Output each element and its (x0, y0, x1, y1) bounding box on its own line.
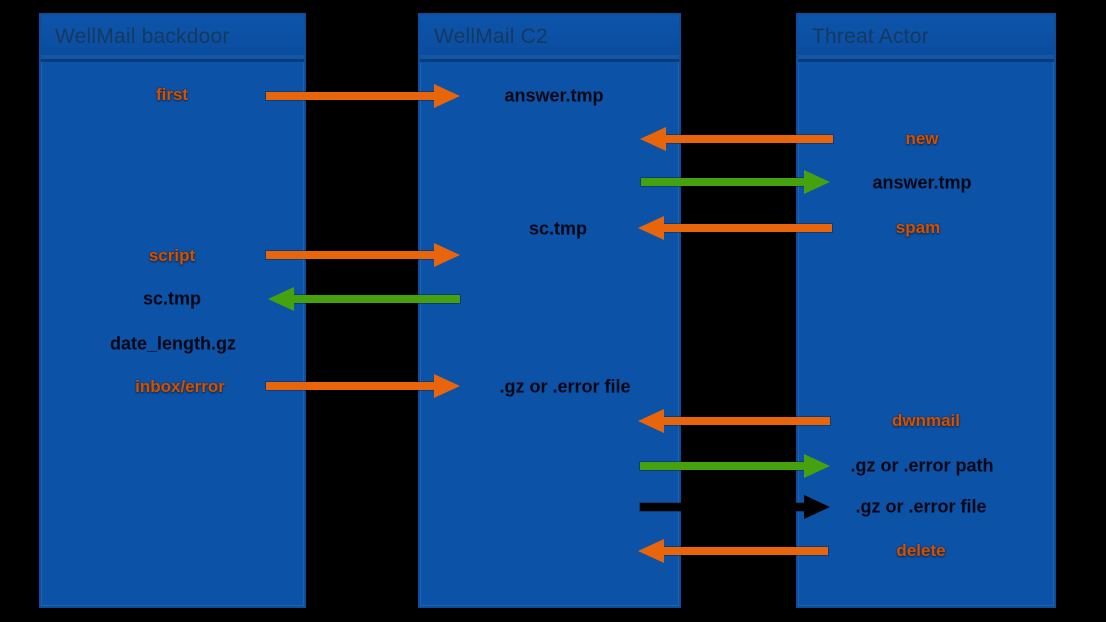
label-script: script (148, 246, 196, 265)
arrow-head-icon (804, 495, 830, 519)
arrow-shaft (660, 417, 830, 425)
arrow-shaft (290, 295, 460, 303)
label-spam: spam (895, 218, 941, 237)
label-date-length-gz: date_length.gz (109, 333, 237, 354)
lane-threat-actor: Threat Actor (796, 13, 1056, 608)
lane-wellmail-backdoor: WellMail backdoor (39, 13, 306, 608)
label-gz-error-file-c2: .gz or .error file (499, 376, 631, 397)
arrow-shaft (640, 462, 808, 470)
label-sc-tmp-c2: sc.tmp (528, 218, 588, 239)
arrow-dwnmail-command (638, 408, 830, 434)
arrow-delete-command (638, 538, 828, 564)
arrow-shaft (660, 224, 832, 232)
arrow-shaft (266, 251, 438, 259)
label-delete: delete (896, 541, 946, 560)
label-new: new (905, 129, 939, 148)
arrow-shaft (640, 503, 808, 511)
lane-threat-actor-header: Threat Actor (798, 15, 1054, 62)
lane-wellmail-c2-header: WellMail C2 (420, 15, 679, 62)
lane-threat-actor-title: Threat Actor (812, 25, 929, 48)
arrow-sc-tmp-download (268, 286, 460, 312)
label-first: first (155, 85, 189, 104)
lane-wellmail-backdoor-title: WellMail backdoor (55, 25, 230, 48)
arrow-shaft (266, 92, 438, 100)
label-gz-error-path: .gz or .error path (850, 455, 994, 476)
arrow-head-icon (638, 216, 664, 240)
arrow-head-icon (434, 374, 460, 398)
arrow-shaft (641, 178, 808, 186)
label-answer-tmp-c2: answer.tmp (504, 85, 604, 106)
arrow-head-icon (434, 84, 460, 108)
arrow-head-icon (804, 454, 830, 478)
arrow-shaft (660, 547, 828, 555)
arrow-head-icon (268, 287, 294, 311)
arrow-shaft (266, 382, 438, 390)
arrow-gz-error-path-upload (640, 453, 830, 479)
arrow-shaft (662, 135, 833, 143)
label-sc-tmp-backdoor: sc.tmp (142, 288, 202, 309)
arrow-spam-command (638, 215, 832, 241)
label-dwnmail: dwnmail (891, 411, 961, 430)
arrow-first-request (266, 83, 460, 109)
arrow-inbox-error-upload (266, 373, 460, 399)
arrow-gz-error-file-transfer (640, 494, 830, 520)
arrow-script-request (266, 242, 460, 268)
arrow-head-icon (434, 243, 460, 267)
arrow-head-icon (640, 127, 666, 151)
label-answer-tmp-actor: answer.tmp (872, 172, 972, 193)
arrow-answer-tmp-upload (641, 169, 830, 195)
arrow-head-icon (638, 539, 664, 563)
arrow-new-command (640, 126, 833, 152)
lane-wellmail-c2: WellMail C2 (418, 13, 681, 608)
lane-wellmail-c2-title: WellMail C2 (434, 25, 548, 48)
lane-wellmail-backdoor-header: WellMail backdoor (41, 15, 304, 62)
label-gz-error-file-actor: .gz or .error file (855, 496, 987, 517)
label-inbox-error: inbox/error (135, 377, 225, 396)
arrow-head-icon (804, 170, 830, 194)
arrow-head-icon (638, 409, 664, 433)
